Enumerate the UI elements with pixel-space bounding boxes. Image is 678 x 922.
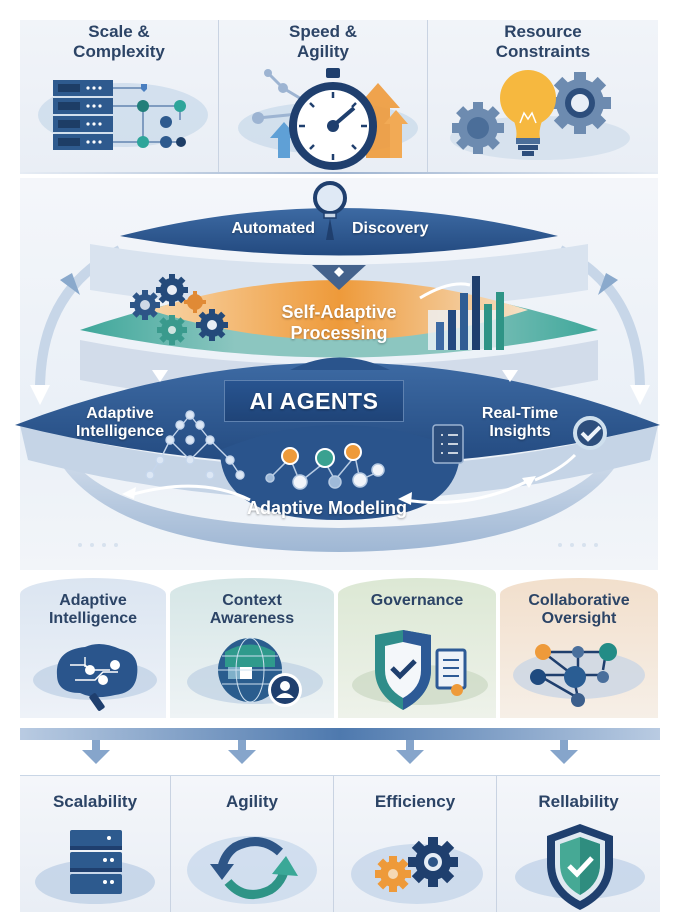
outcome-label: Scalability — [52, 792, 138, 811]
challenge-label: Scale &Complexity — [73, 22, 165, 61]
divider — [20, 775, 660, 776]
cycle-arrows-icon — [187, 836, 317, 904]
flow-arrow — [122, 487, 136, 499]
checklist-icon — [432, 424, 464, 464]
shield-check-icon — [515, 824, 645, 910]
neural-net-icon — [145, 410, 245, 480]
shield-document-icon — [352, 630, 488, 710]
outcome-label: Agility — [226, 792, 278, 811]
down-arrow — [550, 740, 578, 764]
flow-arrow — [30, 385, 50, 405]
network-icon — [513, 643, 645, 707]
flow-arrow — [522, 476, 536, 488]
automated-discovery-label: Automated — [231, 220, 315, 237]
flow-arrow — [630, 385, 650, 405]
flow-arrow — [129, 484, 251, 502]
node-graph-icon — [265, 443, 385, 490]
flow-arrow — [534, 453, 577, 482]
flow-arrow — [404, 478, 531, 504]
server-stack-icon — [35, 830, 155, 904]
bottom-tier-band — [20, 425, 658, 500]
ai-agents-badge: AI AGENTS — [224, 380, 404, 422]
divider — [20, 172, 658, 174]
flow-arrow — [598, 273, 618, 295]
bar-chart-icon — [419, 276, 504, 350]
outcome-label: Rellability — [538, 792, 619, 811]
outer-ring — [40, 410, 638, 552]
server-network-icon — [38, 80, 208, 150]
stopwatch-icon — [238, 68, 418, 170]
down-arrow — [312, 265, 366, 290]
divider — [218, 20, 219, 172]
divider — [496, 776, 497, 912]
down-arrow — [396, 740, 424, 764]
center-lens — [220, 425, 460, 520]
outcome-label: Efficiency — [374, 792, 456, 811]
gears-icon — [130, 274, 228, 345]
divider — [170, 776, 171, 912]
distribution-arrows — [82, 740, 578, 764]
globe-user-icon — [187, 637, 323, 707]
check-circle-icon — [573, 416, 607, 450]
divider — [427, 20, 428, 172]
challenge-label: Speed &Agility — [288, 22, 358, 61]
gears-icon — [351, 837, 483, 904]
flow-arrow — [398, 492, 412, 505]
brain-circuit-icon — [33, 643, 157, 711]
divider — [333, 776, 334, 912]
ai-agents-label: AI AGENTS — [249, 387, 379, 414]
top-tier — [120, 208, 558, 256]
flow-arrow — [152, 370, 168, 382]
automated-discovery-label: Discovery — [352, 220, 429, 237]
down-arrow — [228, 740, 256, 764]
down-arrow — [82, 740, 110, 764]
dot-pattern — [78, 543, 598, 547]
flow-arrow — [60, 273, 80, 295]
distribution-bar — [20, 728, 660, 740]
magnifier-icon — [313, 181, 347, 240]
adaptive-modeling-label: Adaptive Modeling — [246, 498, 407, 518]
capability-label: Governance — [370, 592, 464, 609]
flow-arrow — [502, 370, 518, 382]
lightbulb-gears-icon — [450, 70, 630, 160]
